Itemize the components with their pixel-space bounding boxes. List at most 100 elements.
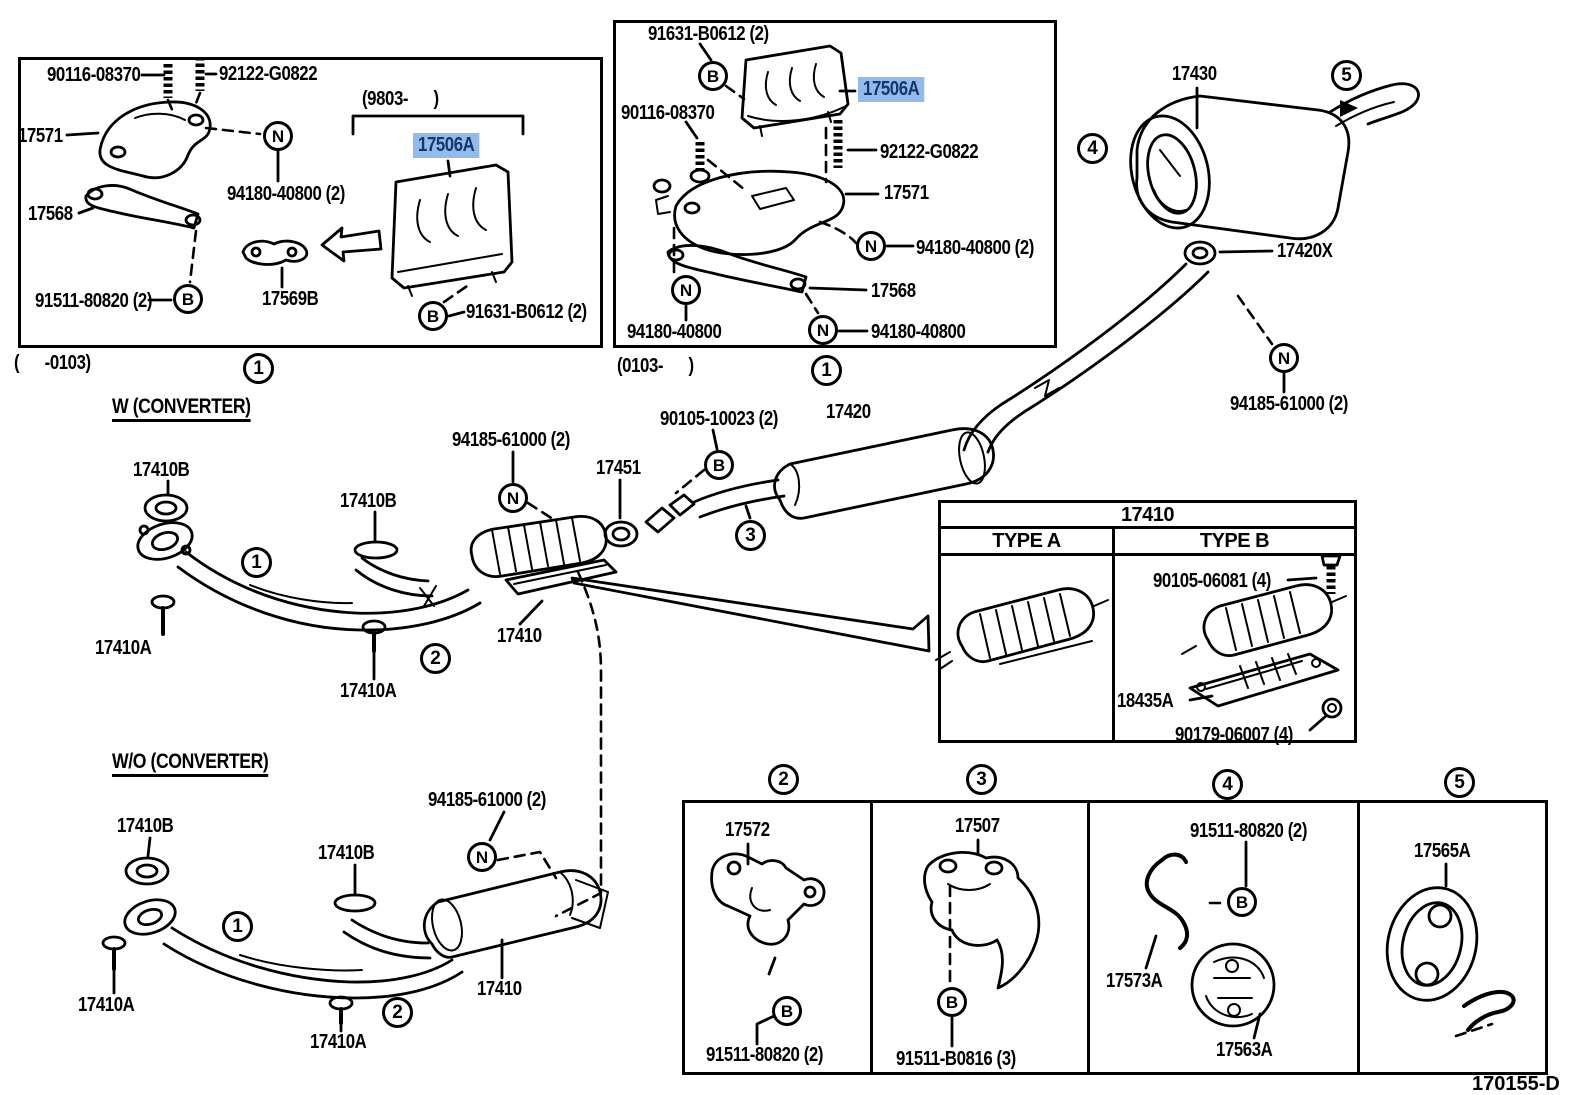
bolt-badge: B [698,61,728,91]
callout-5: 5 [1444,767,1475,798]
part-label-94185-61000-x2: 94185-61000 (2) [452,429,570,451]
part-label-17410: 17410 [497,625,542,647]
part-label-17506A-highlighted[interactable]: 17506A [413,133,480,158]
part-label-17568: 17568 [871,280,916,302]
bolt-badge: B [937,987,967,1017]
nut-badge: N [671,275,701,305]
detail-box2-art [710,842,826,1046]
type-table-body-divider [941,556,1115,740]
part-label-91631-B0612-x2: 91631-B0612 (2) [466,301,587,323]
type-table-col-a: TYPE A [941,529,1115,553]
caption-early-range: ( -0103) [14,352,91,374]
part-label-17571: 17571 [884,182,929,204]
detail-box3-art [923,838,1041,1048]
part-label-17573A: 17573A [1106,970,1163,992]
callout-1: 1 [241,547,272,578]
type-table: 17410 TYPE A TYPE B [938,500,1357,743]
part-label-17569B: 17569B [262,288,319,310]
early-version-box [18,57,603,348]
part-label-17410A: 17410A [78,994,135,1016]
part-label-17572: 17572 [725,819,770,841]
part-label-91511-80820-x2: 91511-80820 (2) [35,290,153,312]
part-label-91631-B0612-x2: 91631-B0612 (2) [648,23,769,45]
callout-1: 1 [811,355,842,386]
part-label-17410A: 17410A [340,680,397,702]
bolt-badge: B [418,301,448,331]
part-label-17410: 17410 [477,978,522,1000]
part-label-17420X: 17420X [1277,240,1333,262]
bolt-badge: B [704,450,734,480]
detail-box4-art [1144,840,1276,1040]
part-label-17563A: 17563A [1216,1039,1273,1061]
part-label-91511-B0816-x3: 91511-B0816 (3) [896,1048,1016,1070]
part-label-17410A: 17410A [310,1031,367,1053]
detail-boxes-frame [682,800,1548,1075]
nut-badge: N [808,315,838,345]
callout-5: 5 [1331,60,1362,91]
callout-3: 3 [735,520,766,551]
part-label-90105-06081-x4: 90105-06081 (4) [1153,570,1271,592]
caption-late-range: (0103- ) [617,355,694,377]
detail-box-divider-1 [870,800,873,1075]
detail-box-divider-2 [1087,800,1090,1075]
part-label-17410B: 17410B [133,459,190,481]
bolt-badge: B [772,996,802,1026]
early-box-art [65,57,525,318]
part-label-94180-40800: 94180-40800 [627,321,722,343]
part-label-91511-80820-x2: 91511-80820 (2) [1190,820,1308,842]
part-label-17410B: 17410B [340,490,397,512]
callout-4: 4 [1077,133,1108,164]
part-label-90116-08370: 90116-08370 [47,64,141,86]
part-label-91511-80820-x2: 91511-80820 (2) [706,1044,824,1066]
part-label-94180-40800-x2: 94180-40800 (2) [916,237,1034,259]
part-label-17507: 17507 [955,815,1000,837]
part-label-17410A: 17410A [95,637,152,659]
callout-3: 3 [966,764,997,795]
drawing-number: 170155-D [1472,1073,1560,1095]
part-label-17568: 17568 [28,203,73,225]
bolt-badge: B [173,284,203,314]
without-converter-art [101,810,609,1033]
part-label-17410B: 17410B [318,842,375,864]
nut-badge: N [467,842,497,872]
part-label-17420: 17420 [826,401,871,423]
part-label-94185-61000-x2: 94185-61000 (2) [1230,393,1348,415]
with-converter-art [136,427,995,918]
late-box-art [652,42,915,333]
part-label-94180-40800: 94180-40800 [871,321,966,343]
part-label-94180-40800-x2: 94180-40800 (2) [227,183,345,205]
part-label-90179-06007-x4: 90179-06007 (4) [1175,724,1293,746]
part-label-92122-G0822: 92122-G0822 [219,63,318,85]
part-label-17565A: 17565A [1414,840,1471,862]
nut-badge: N [498,483,528,513]
nut-badge: N [263,121,293,151]
callout-1: 1 [243,353,274,384]
type-table-title: 17410 [941,503,1354,529]
nut-badge: N [1269,343,1299,373]
part-label-17506A-highlighted[interactable]: 17506A [858,77,925,102]
part-label-90105-10023-x2: 90105-10023 (2) [660,408,778,430]
callout-2: 2 [768,764,799,795]
type-table-art [935,554,1347,732]
bolt-badge: B [1227,887,1257,917]
nut-badge: N [856,231,886,261]
callout-1: 1 [222,911,253,942]
part-label-92122-G0822: 92122-G0822 [880,141,979,163]
date-note-9803: (9803- ) [362,88,439,110]
late-version-box [613,20,1057,348]
tail-muffler-art [962,82,1420,454]
section-heading-with-converter: W (CONVERTER) [112,396,251,422]
part-label-90116-08370: 90116-08370 [621,102,715,124]
part-label-17410B: 17410B [117,815,174,837]
part-label-94185-61000-x2: 94185-61000 (2) [428,789,546,811]
callout-2: 2 [420,643,451,674]
detail-box-divider-3 [1357,800,1360,1075]
part-label-18435A: 18435A [1117,690,1174,712]
detail-box5-art [1385,862,1516,1038]
callout-4: 4 [1212,769,1243,800]
part-label-17571: 17571 [18,125,63,147]
part-label-17430: 17430 [1172,63,1217,85]
part-label-17451: 17451 [596,457,641,479]
